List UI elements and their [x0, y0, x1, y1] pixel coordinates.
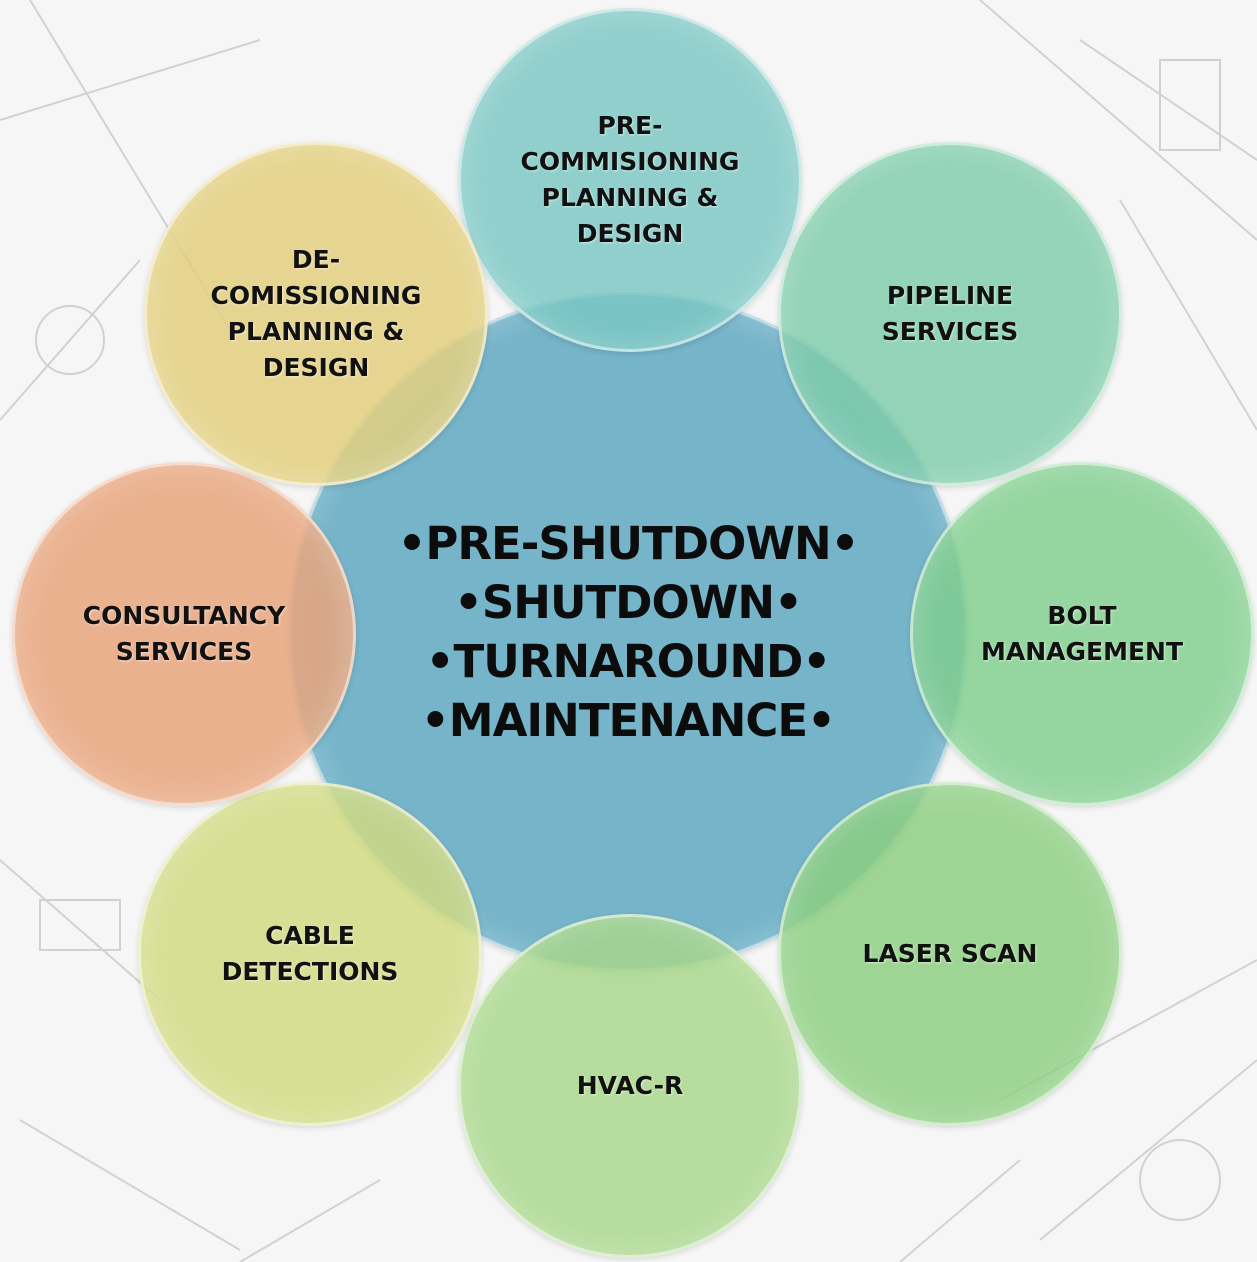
center-text: •PRE-SHUTDOWN• •SHUTDOWN• •TURNAROUND• •… [397, 517, 860, 747]
circle-label: BOLT MANAGEMENT [980, 601, 1184, 666]
circle-bolt-management: BOLT MANAGEMENT [910, 462, 1254, 806]
circle-decommissioning: DE- COMISSIONING PLANNING & DESIGN [144, 142, 488, 486]
circle-label: PIPELINE SERVICES [881, 281, 1019, 346]
circle-pre-commissioning: PRE- COMMISIONING PLANNING & DESIGN [458, 8, 802, 352]
circle-hvac-r: HVAC-R [458, 914, 802, 1258]
circle-label: DE- COMISSIONING PLANNING & DESIGN [210, 245, 422, 382]
circle-label: CONSULTANCY SERVICES [82, 601, 286, 666]
circle-label: PRE- COMMISIONING PLANNING & DESIGN [520, 111, 740, 248]
circle-label: CABLE DETECTIONS [221, 921, 399, 986]
circle-label: LASER SCAN [862, 939, 1038, 968]
circle-label: HVAC-R [576, 1071, 684, 1100]
circle-pipeline-services: PIPELINE SERVICES [778, 142, 1122, 486]
circle-laser-scan: LASER SCAN [778, 782, 1122, 1126]
circle-cable-detections: CABLE DETECTIONS [138, 782, 482, 1126]
circle-consultancy-services: CONSULTANCY SERVICES [12, 462, 356, 806]
